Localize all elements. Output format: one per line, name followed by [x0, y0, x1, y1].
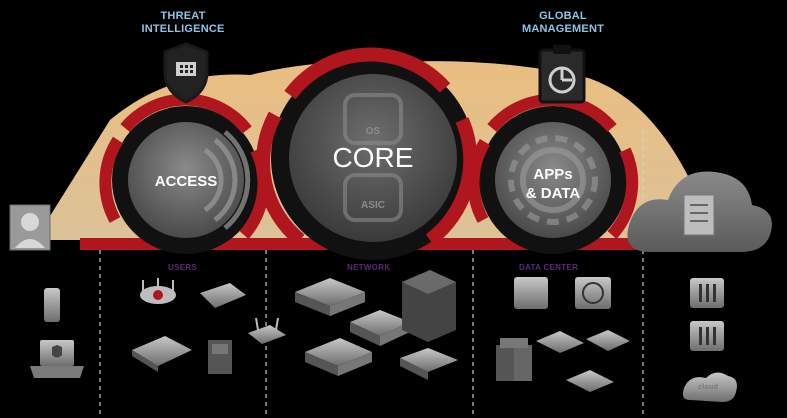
- shield-icon: [163, 42, 209, 104]
- clipboard-chart-icon: [538, 45, 586, 104]
- cloud-devices: [682, 278, 737, 402]
- cloud-label: cloud: [698, 384, 719, 391]
- os-chip-icon: [343, 93, 403, 145]
- data-center-section-label: DATA CENTER: [519, 263, 579, 272]
- server-appliance-icon: [586, 330, 630, 351]
- server-cluster-icon: [496, 338, 532, 381]
- os-label: OS: [365, 126, 381, 137]
- firewall-appliance-icon: [295, 278, 365, 316]
- wifi-icon: [203, 130, 251, 230]
- camera-appliance-icon: [132, 336, 192, 372]
- asic-label: ASIC: [361, 200, 385, 211]
- chart-icon: [575, 277, 611, 309]
- wireless-router-icon: [248, 317, 286, 344]
- apps-data-node[interactable]: [467, 93, 639, 254]
- threat-label-line2: INTELLIGENCE: [141, 23, 225, 35]
- cloud-document-icon: [627, 171, 772, 252]
- threat-intelligence-label: THREAT INTELLIGENCE: [128, 10, 238, 36]
- chassis-icon: [402, 270, 456, 342]
- apps-data-label: APPs & DATA: [508, 165, 598, 203]
- core-label: CORE: [332, 142, 414, 173]
- access-label: ACCESS: [154, 173, 218, 190]
- apps-label-line2: & DATA: [525, 185, 581, 202]
- gear-icon: [508, 135, 598, 225]
- section-dividers: [99, 130, 644, 418]
- management-label-line2: MANAGEMENT: [521, 23, 605, 35]
- threat-label-line1: THREAT: [160, 10, 206, 22]
- user-avatar-icon: [9, 204, 51, 251]
- laptop-icon: [30, 340, 84, 378]
- data-center-devices: [496, 277, 630, 392]
- server-appliance-icon: [536, 331, 584, 353]
- firewall-appliance-icon: [400, 348, 458, 380]
- phone-icon: [44, 288, 60, 322]
- users-devices: [132, 278, 286, 374]
- users-section-label: USERS: [168, 263, 198, 272]
- network-section-label: NETWORK: [347, 263, 391, 272]
- apps-label-line1: APPs: [533, 166, 573, 183]
- global-management-label: GLOBAL MANAGEMENT: [508, 10, 618, 36]
- management-label-line1: GLOBAL: [539, 10, 587, 22]
- firewall-appliance-icon: [305, 338, 372, 376]
- clipboard-icon: [514, 277, 548, 309]
- asic-chip-icon: [343, 173, 403, 222]
- core-node[interactable]: [256, 47, 478, 260]
- firewall-appliance-icon: [350, 310, 410, 346]
- small-cloud-icon: [682, 372, 737, 402]
- phone-appliance-icon: [208, 340, 232, 374]
- network-devices: [295, 270, 458, 380]
- server-appliance-icon: [566, 370, 614, 392]
- access-point-icon: [140, 278, 176, 304]
- switch-icon: [200, 283, 246, 308]
